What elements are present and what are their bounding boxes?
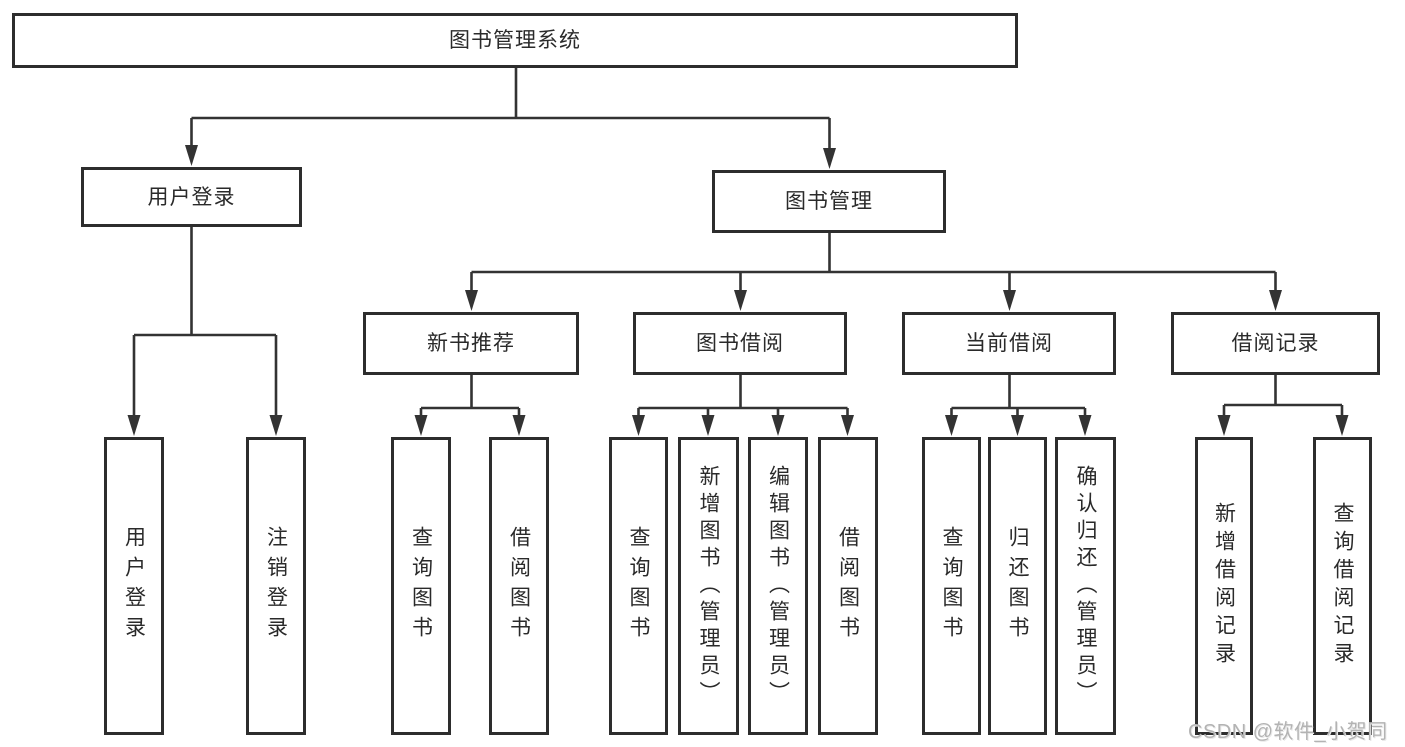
node-current-borrow: 当前借阅: [902, 312, 1116, 375]
leaf-borrow-books-recommend: 借阅图书: [489, 437, 549, 735]
leaf-query-books-borrow: 查询图书: [609, 437, 668, 735]
leaf-add-book-admin: 新增图书（管理员）: [678, 437, 739, 735]
leaf-query-books-current: 查询图书: [922, 437, 981, 735]
node-book-management: 图书管理: [712, 170, 946, 233]
leaf-return-book: 归还图书: [988, 437, 1047, 735]
leaf-add-borrow-record: 新增借阅记录: [1195, 437, 1253, 735]
node-new-book-recommend: 新书推荐: [363, 312, 579, 375]
node-borrow-records: 借阅记录: [1171, 312, 1380, 375]
leaf-confirm-return-admin: 确认归还（管理员）: [1055, 437, 1116, 735]
arrowheads: [127, 145, 1349, 436]
leaf-query-borrow-record: 查询借阅记录: [1313, 437, 1372, 735]
leaf-borrow-books: 借阅图书: [818, 437, 878, 735]
watermark-text: CSDN @软件_小贺同学: [1188, 721, 1388, 743]
leaf-user-login: 用户登录: [104, 437, 164, 735]
node-user-login: 用户登录: [81, 167, 302, 227]
leaf-logout: 注销登录: [246, 437, 306, 735]
leaf-edit-book-admin: 编辑图书（管理员）: [748, 437, 808, 735]
node-root: 图书管理系统: [12, 13, 1018, 68]
node-book-borrow: 图书借阅: [633, 312, 847, 375]
leaf-query-books-recommend: 查询图书: [391, 437, 451, 735]
